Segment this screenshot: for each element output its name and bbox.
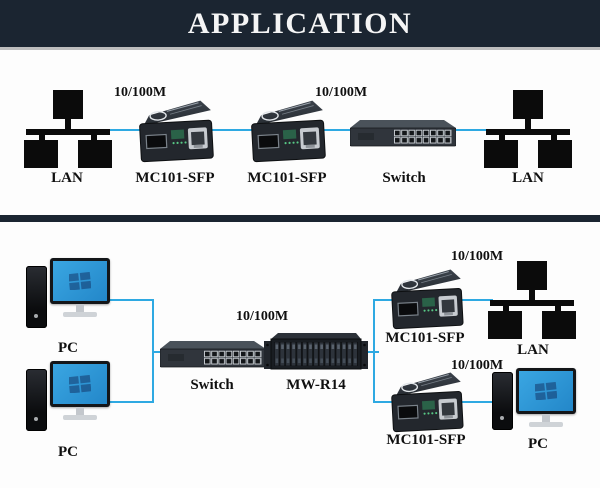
speed-label-right: 10/100M [314,85,368,100]
converter2-label: MC101-SFP [247,170,327,186]
windows-logo-icon [535,382,557,400]
pc-tower [492,372,513,430]
pc-tower [26,266,47,328]
pc-monitor [50,361,110,407]
speed-label-switch: 10/100M [235,309,289,324]
rack-bus-line [373,299,375,403]
switch-top-icon [349,112,457,155]
pc-base [63,415,97,420]
switch-bottom-label: Switch [190,377,234,393]
pc1-icon [26,258,110,336]
lan-bottom-label: LAN [517,342,549,358]
speed-label-top-right: 10/100M [450,249,504,264]
converter-top-label: MC101-SFP [385,330,465,346]
pc-stand [542,414,550,422]
converter-bottom-label: MC101-SFP [386,432,466,448]
converter1-label: MC101-SFP [135,170,215,186]
pc-monitor [516,368,576,414]
lan-left-icon [24,90,112,173]
converter1-icon [134,96,216,169]
lan-right-label: LAN [512,170,544,186]
lan-bottom-icon [488,261,576,344]
converter-top-icon [386,265,465,336]
converter-bottom-icon [386,368,465,439]
pc-base [63,312,97,317]
rack-chassis-icon [264,329,368,378]
speed-label-bottom-right: 10/100M [450,358,504,373]
pc-screen [53,364,107,404]
page-title: APPLICATION [187,6,413,40]
switch-bottom-icon [159,333,267,376]
pc-stand [76,407,84,415]
pc-monitor [50,258,110,304]
converter2-icon [246,96,328,169]
pc-screen [53,261,107,301]
header-banner: APPLICATION [0,0,600,50]
pc1-link-line [108,299,154,301]
pc-tower [26,369,47,431]
lan-left-label: LAN [51,170,83,186]
pc2-icon [26,361,110,439]
pc1-label: PC [58,340,78,356]
windows-logo-icon [69,272,91,290]
pc-stand [76,304,84,312]
pc2-label: PC [58,444,78,460]
switch-top-label: Switch [382,170,426,186]
pc-screen [519,371,573,411]
pc-base [529,422,563,427]
windows-logo-icon [69,375,91,393]
pc2-link-line [108,401,154,403]
pc3-icon [492,368,576,446]
speed-label-left: 10/100M [113,85,167,100]
lan-right-icon [484,90,572,173]
pc3-label: PC [528,436,548,452]
section-divider [0,215,600,222]
rack-label: MW-R14 [286,377,346,393]
